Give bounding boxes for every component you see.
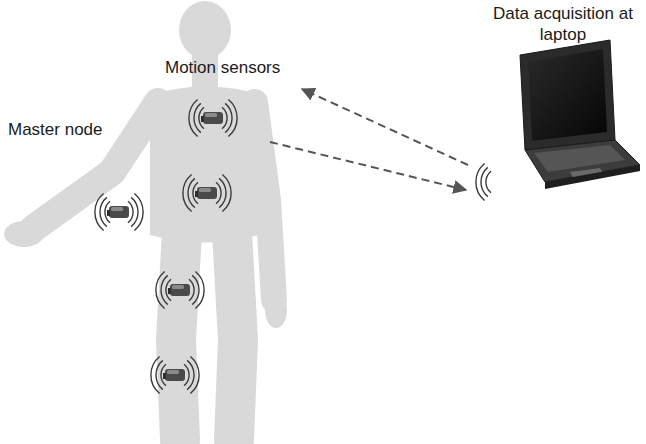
- motion-sensor: [156, 272, 204, 309]
- laptop: [520, 40, 640, 189]
- body-silhouette: [4, 1, 287, 440]
- motion-sensor: [189, 100, 237, 137]
- label-text: Motion sensors: [165, 57, 280, 78]
- motion-sensor: [151, 357, 199, 394]
- label-text: Master node: [8, 119, 103, 140]
- master-sensor: [95, 194, 143, 231]
- laptop-waves: [476, 164, 491, 201]
- wireless-link: [302, 89, 468, 165]
- label-text: Data acquisition at laptop: [492, 3, 634, 45]
- wireless-link: [270, 142, 466, 190]
- motion-sensor: [183, 175, 231, 212]
